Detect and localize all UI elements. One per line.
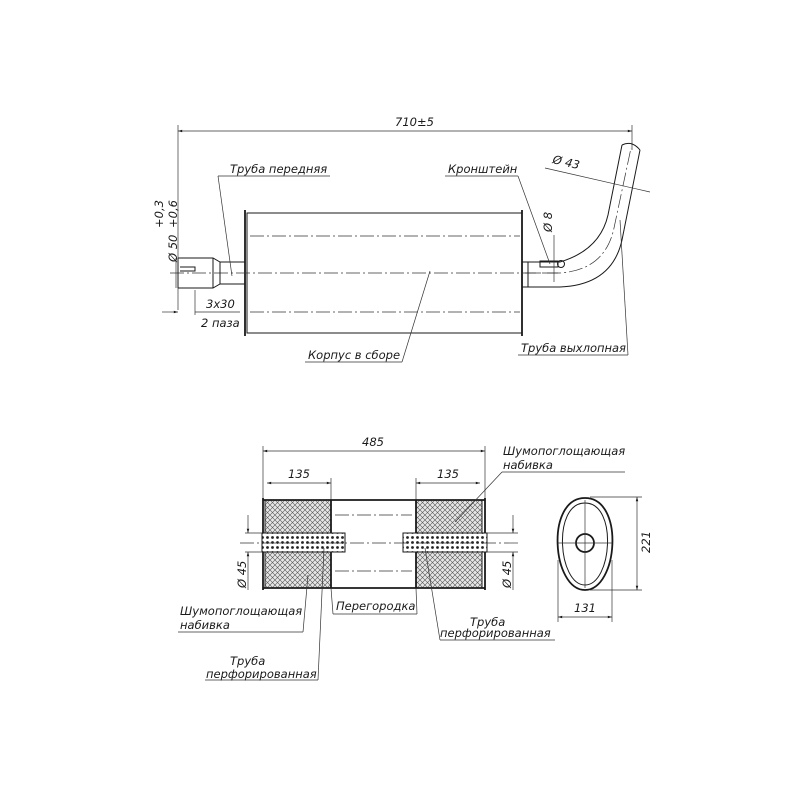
overall-length-label: 710±5 bbox=[395, 115, 434, 129]
left-perforated-pipe bbox=[261, 532, 346, 553]
left-chamber-length-label: 135 bbox=[288, 467, 310, 481]
inlet-tolerance-lower: +0,3 bbox=[152, 200, 166, 228]
inlet-diameter-label: Ø 50 bbox=[166, 235, 180, 263]
right-pipe-diameter-label: Ø 45 bbox=[500, 561, 514, 589]
bracket-label: Кронштейн bbox=[448, 162, 518, 176]
slot-count-label: 2 паза bbox=[201, 316, 240, 330]
inlet-tolerance-upper: +0,6 bbox=[166, 200, 180, 228]
outlet-diameter-label: Ø 43 bbox=[550, 152, 581, 172]
body-length-label: 485 bbox=[362, 435, 384, 449]
top-view: 710±5 Труба передняя bbox=[152, 115, 651, 363]
end-width-label: 131 bbox=[574, 601, 596, 615]
perforated-pipe-left-line2: перфорированная bbox=[206, 667, 317, 681]
oval-outer bbox=[556, 497, 614, 591]
front-pipe-label: Труба передняя bbox=[230, 162, 327, 176]
packing-label-top-line1: Шумопоглощающая bbox=[503, 444, 625, 458]
perforated-pipe-left-line1: Труба bbox=[230, 654, 265, 668]
slot-size-label: 3x30 bbox=[206, 297, 235, 311]
baffle-label: Перегородка bbox=[336, 599, 415, 613]
packing-label-left-line1: Шумопоглощающая bbox=[180, 604, 302, 618]
perforated-pipe-right-line1: Труба bbox=[470, 615, 505, 629]
perforated-pipe-right-line2: перфорированная bbox=[440, 626, 551, 640]
exhaust-pipe-label: Труба выхлопная bbox=[521, 341, 626, 355]
right-chamber-length-label: 135 bbox=[437, 467, 459, 481]
packing-label-left-line2: набивка bbox=[180, 618, 230, 632]
packing-label-top-line2: набивка bbox=[503, 458, 553, 472]
section-view: 485 135 135 Ø 45 Ø 45 Шумопоглощаю bbox=[178, 435, 625, 681]
bracket-diameter-label: Ø 8 bbox=[541, 212, 555, 233]
body-label: Корпус в сборе bbox=[308, 348, 400, 362]
end-height-label: 221 bbox=[639, 531, 653, 553]
right-perforated-pipe bbox=[402, 532, 488, 553]
left-pipe-diameter-label: Ø 45 bbox=[235, 561, 249, 589]
front-pipe bbox=[177, 257, 245, 289]
end-view: 221 131 bbox=[556, 496, 653, 622]
